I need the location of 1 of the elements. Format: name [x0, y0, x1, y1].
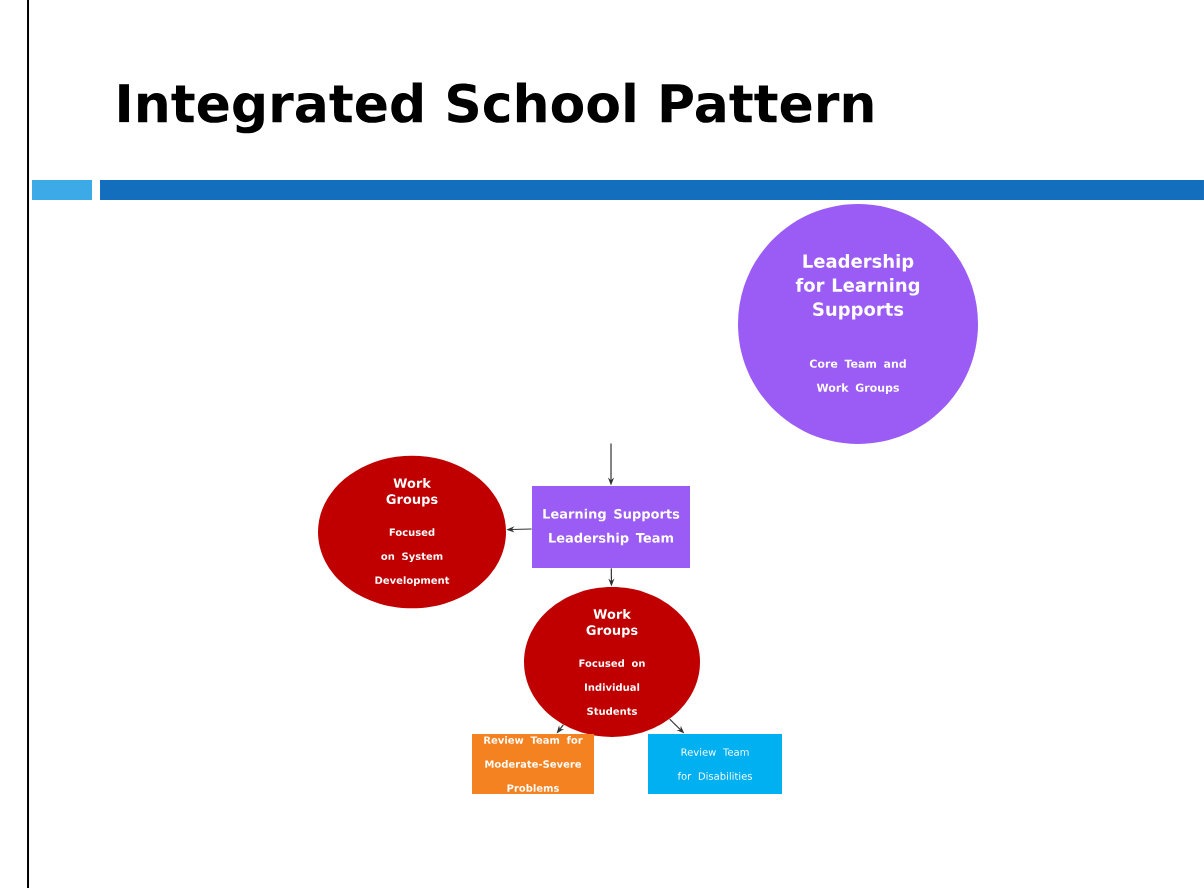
- slide-title: Integrated School Pattern: [119, 82, 873, 134]
